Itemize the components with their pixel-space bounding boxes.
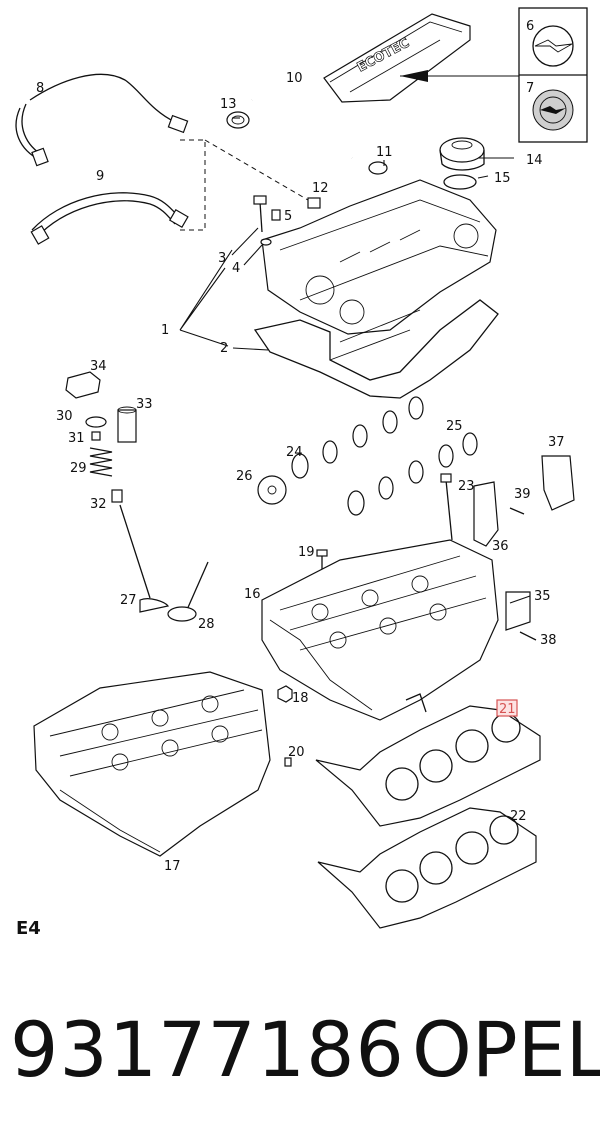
callout-30: 30 [56,409,73,424]
cover-bolt-3 [253,195,267,233]
callout-4: 4 [232,261,240,276]
opel-logo-emblem-6 [532,25,574,67]
callout-11: 11 [376,145,393,160]
callout-13: 13 [220,97,237,112]
callout-37: 37 [548,435,565,450]
callout-18: 18 [292,691,309,706]
bolt-23 [440,473,453,541]
callout-1: 1 [161,323,169,338]
callout-7: 7 [526,81,534,96]
cylinder-head-assembly-16 [261,539,499,721]
camshaft-25 [347,432,478,516]
callout-21: 21 [499,702,516,717]
bracket-5 [271,209,281,221]
callout-32: 32 [90,497,107,512]
part-number: 93177186 [10,1005,405,1094]
callout-17: 17 [164,859,181,874]
callout-8: 8 [36,81,44,96]
callout-24: 24 [286,445,303,460]
bracket-37 [541,455,575,511]
exhaust-valve-28 [167,561,209,622]
callout-10: 10 [286,71,303,86]
callout-27: 27 [120,593,137,608]
callout-20: 20 [288,745,305,760]
hose-clamp-11 [368,161,388,175]
opel-logo-emblem-7 [532,89,574,131]
oil-filler-cap-14 [439,137,485,171]
head-gasket-21 [315,705,541,827]
valve-keepers-31 [91,431,101,441]
engine-cover: ECOTEC [323,13,471,103]
callout-33: 33 [136,397,153,412]
valve-stem-seal-32 [111,489,123,503]
bolt-39 [509,507,525,515]
camshaft-sensor-wheel-26 [257,475,287,505]
callout-28: 28 [198,617,215,632]
cylinder-head-17 [33,671,271,857]
callout-2: 2 [220,341,228,356]
callout-6: 6 [526,19,534,34]
callout-22: 22 [510,809,527,824]
callout-9: 9 [96,169,104,184]
section-label: E4 [16,918,41,939]
grommet-4 [260,238,272,246]
intake-valve-27 [119,504,170,613]
callout-36: 36 [492,539,509,554]
callout-14: 14 [526,153,543,168]
callout-21-highlight [496,699,518,717]
brand-name: OPEL [412,1005,600,1094]
hydraulic-lifter-33 [117,406,137,443]
breather-hose-8 [15,73,189,167]
emblem-inset-panel [518,7,588,143]
hose-clamp-13 [226,111,250,129]
oil-cap-seal-15 [443,174,477,190]
nut-18 [277,685,293,703]
bolt-38 [519,631,537,641]
callout-23: 23 [458,479,475,494]
callout-12: 12 [312,181,329,196]
callout-26: 26 [236,469,253,484]
callout-34: 34 [90,359,107,374]
bracket-36 [473,481,499,547]
camshaft-24 [291,396,424,479]
rocker-arm-34 [65,371,101,399]
callout-5: 5 [284,209,292,224]
valve-spring-29 [89,447,113,477]
plug-20 [284,757,292,767]
bracket-35 [505,591,531,631]
callout-31: 31 [68,431,85,446]
callout-39: 39 [514,487,531,502]
coolant-hose-10 [249,85,355,161]
callout-3: 3 [218,251,226,266]
valve-spring-retainer-30 [85,416,107,428]
callout-25: 25 [446,419,463,434]
callout-19: 19 [298,545,315,560]
breather-hose-9 [30,192,189,245]
callout-35: 35 [534,589,551,604]
callout-15: 15 [494,171,511,186]
callout-16: 16 [244,587,261,602]
callout-38: 38 [540,633,557,648]
head-gasket-22 [317,807,537,929]
cylinder-head-cover [261,179,497,335]
cover-gasket-2 [253,299,499,399]
bolt-19 [316,549,328,570]
callout-29: 29 [70,461,87,476]
fitting-12 [307,197,321,209]
